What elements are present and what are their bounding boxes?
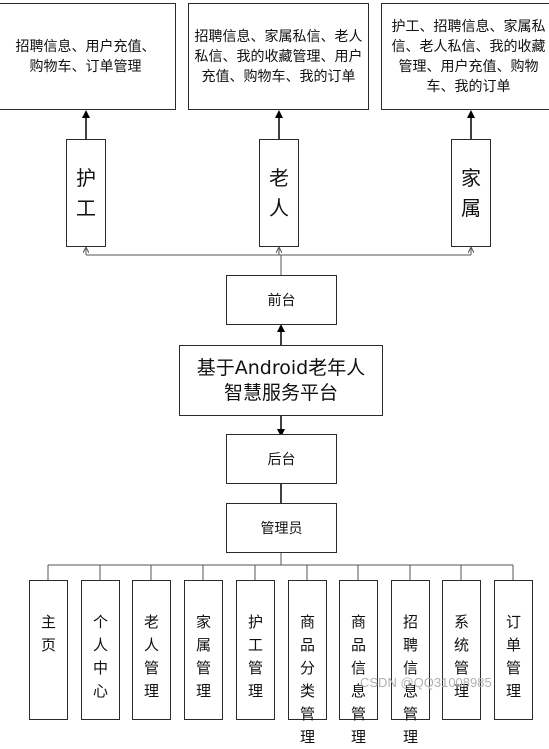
role-elder-char: 老: [269, 166, 289, 190]
frontend-label: 前台: [267, 293, 296, 309]
module-family-management-char: 家: [195, 613, 211, 631]
module-system-management-char: 统: [453, 636, 469, 654]
backend-label: 后台: [267, 452, 296, 468]
module-recruitment-info-management-box: 招聘信息管理: [391, 580, 430, 746]
module-recruitment-info-management-char: 招: [402, 613, 418, 631]
module-recruitment-info-management-char: 聘: [402, 636, 418, 654]
module-nurse-management-box: 护工管理: [236, 580, 275, 720]
module-product-category-management-box: 商品分类管理: [288, 580, 327, 746]
module-personal-center-char: 心: [92, 682, 108, 700]
module-product-info-management-box: 商品信息管理: [339, 580, 378, 746]
module-elder-management-char: 人: [143, 636, 159, 654]
module-product-category-management-char: 类: [299, 682, 315, 700]
module-elder-management-char: 老: [143, 613, 159, 631]
module-product-info-management-char: 信: [350, 659, 366, 677]
module-elder-management-box: 老人管理: [132, 580, 171, 720]
module-nurse-management-char: 管: [247, 659, 263, 677]
module-product-category-management-char: 分: [299, 659, 315, 677]
module-product-category-management-char: 商: [299, 613, 315, 631]
role-elder-box: 老 人: [259, 139, 299, 247]
module-personal-center-char: 个: [92, 613, 108, 631]
watermark: CSDN @QQ31008985: [360, 675, 492, 690]
module-recruitment-info-management-char: 息: [402, 682, 418, 700]
module-home-char: 页: [40, 636, 56, 654]
module-order-management-char: 订: [505, 613, 521, 631]
module-product-category-management-char: 管: [299, 705, 315, 723]
module-order-management-char: 理: [505, 682, 521, 700]
module-product-category-management-char: 理: [299, 728, 315, 746]
module-family-management-char: 管: [195, 659, 211, 677]
module-home-char: 主: [40, 613, 56, 631]
elder-functions-text: 招聘信息、家属私信、老人私信、我的收藏管理、用户充值、购物车、我的订单: [194, 28, 363, 85]
module-recruitment-info-management-char: 理: [402, 728, 418, 746]
role-nurse-box: 护 工: [66, 139, 106, 247]
elder-functions-box: 招聘信息、家属私信、老人私信、我的收藏管理、用户充值、购物车、我的订单: [188, 3, 369, 110]
module-order-management-char: 管: [505, 659, 521, 677]
module-nurse-management-char: 护: [247, 613, 263, 631]
module-recruitment-info-management-char: 信: [402, 659, 418, 677]
module-elder-management-char: 管: [143, 659, 159, 677]
module-drops: [47, 565, 514, 580]
role-elder-char: 人: [269, 196, 289, 220]
nurse-functions-box: 招聘信息、用户充值、购物车、订单管理: [0, 3, 176, 110]
frontend-box: 前台: [226, 275, 337, 325]
module-family-management-char: 理: [195, 682, 211, 700]
role-family-box: 家 属: [451, 139, 491, 247]
admin-box: 管理员: [226, 503, 337, 553]
module-personal-center-char: 人: [92, 636, 108, 654]
module-product-info-management-char: 商: [350, 613, 366, 631]
module-product-category-management-char: 品: [299, 636, 315, 654]
admin-label: 管理员: [260, 521, 303, 537]
module-system-management-char: 管: [453, 659, 469, 677]
family-functions-text: 护工、招聘信息、家属私信、老人私信、我的收藏管理、用户充值、购物车、我的订单: [391, 18, 546, 95]
connector-lines: [47, 110, 514, 580]
main-title-box: 基于Android老年人智慧服务平台: [179, 345, 383, 416]
module-nurse-management-char: 工: [247, 636, 263, 654]
module-elder-management-char: 理: [143, 682, 159, 700]
module-order-management-char: 单: [505, 636, 521, 654]
module-nurse-management-char: 理: [247, 682, 263, 700]
module-personal-center-char: 中: [92, 659, 108, 677]
module-product-info-management-char: 品: [350, 636, 366, 654]
role-nurse-char: 工: [76, 196, 96, 220]
module-product-info-management-char: 理: [350, 728, 366, 746]
backend-box: 后台: [226, 434, 337, 484]
nurse-functions-text: 招聘信息、用户充值、购物车、订单管理: [15, 38, 156, 75]
module-product-info-management-char: 管: [350, 705, 366, 723]
module-family-management-char: 属: [195, 636, 211, 654]
module-order-management-box: 订单管理: [494, 580, 533, 720]
module-product-info-management-char: 息: [350, 682, 366, 700]
module-system-management-box: 系统管理: [442, 580, 481, 720]
module-home-box: 主页: [29, 580, 68, 720]
main-title: 基于Android老年人智慧服务平台: [196, 356, 366, 404]
module-system-management-char: 系: [453, 613, 469, 631]
module-system-management-char: 理: [453, 682, 469, 700]
module-personal-center-box: 个人中心: [81, 580, 120, 720]
module-family-management-box: 家属管理: [184, 580, 223, 720]
role-family-char: 家: [461, 166, 481, 190]
role-family-char: 属: [461, 196, 481, 220]
role-nurse-char: 护: [76, 166, 96, 190]
module-recruitment-info-management-char: 管: [402, 705, 418, 723]
family-functions-box: 护工、招聘信息、家属私信、老人私信、我的收藏管理、用户充值、购物车、我的订单: [381, 3, 549, 110]
